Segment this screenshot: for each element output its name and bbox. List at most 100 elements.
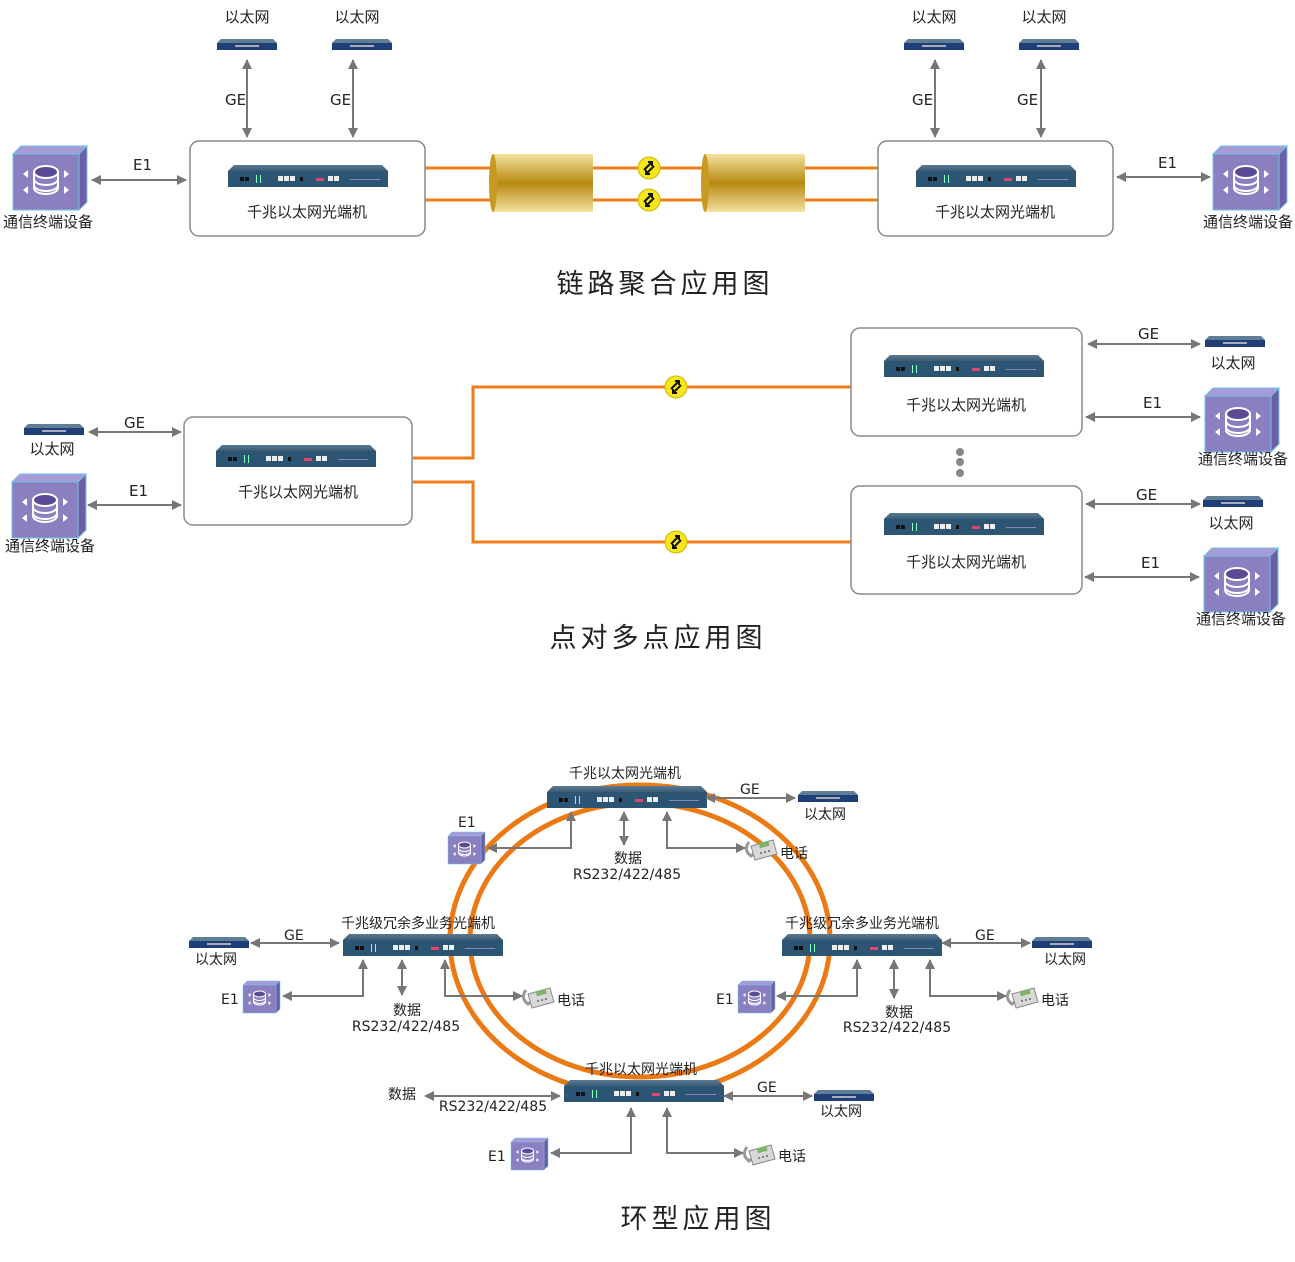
data-label: 数据 — [393, 1003, 421, 1019]
fiber-link-lower — [413, 480, 851, 544]
e1-link-arrow — [550, 1107, 636, 1158]
right-ethernet-label-1: 以太网 — [911, 8, 956, 26]
top-node-device-icon — [547, 786, 707, 808]
bottom-node-label: 千兆以太网光端机 — [585, 1062, 697, 1078]
phone-link-arrow — [662, 811, 746, 853]
converter-icon — [664, 375, 688, 399]
left-terminal-label: 通信终端设备 — [3, 213, 93, 231]
remote-transceiver-icon-2 — [884, 513, 1044, 535]
ellipsis-dots — [956, 448, 964, 477]
bottom-ethernet-switch-icon — [814, 1090, 874, 1101]
e1-label: E1 — [1143, 394, 1162, 412]
remote-ethernet-switch-icon-1 — [1205, 336, 1265, 347]
converter-icon — [637, 156, 661, 180]
center-terminal-device-icon — [11, 473, 87, 539]
center-transceiver-label: 千兆以太网光端机 — [238, 483, 358, 501]
e1-link-arrow — [487, 811, 576, 853]
left-transceiver-label: 千兆以太网光端机 — [247, 203, 367, 221]
e1-label: E1 — [1158, 154, 1177, 172]
ge-label: GE — [225, 91, 246, 109]
ge-label: GE — [124, 414, 145, 432]
right-transceiver-icon — [916, 165, 1076, 187]
left-node-label: 千兆级冗余多业务光端机 — [341, 915, 495, 932]
top-ethernet-switch-icon — [798, 791, 858, 802]
right-e1-terminal-icon — [737, 980, 776, 1014]
e1-label: E1 — [129, 482, 148, 500]
ge-label: GE — [912, 91, 933, 109]
right-ethernet-switch-icon-1 — [904, 39, 964, 50]
ring-diagram: 千兆以太网光端机 GE 以太网 E1 数据 RS232/422/485 电话 千… — [189, 766, 1092, 1235]
phone-link-arrow — [662, 1107, 744, 1158]
center-transceiver-icon — [216, 445, 376, 467]
right-node-device-icon — [782, 934, 942, 956]
right-node-label: 千兆级冗余多业务光端机 — [785, 915, 939, 932]
left-transceiver-icon — [228, 165, 388, 187]
left-e1-terminal-icon — [242, 980, 281, 1014]
e1-label: E1 — [488, 1149, 506, 1165]
left-ethernet-label: 以太网 — [195, 952, 237, 968]
link-aggregation-diagram: 千兆以太网光端机 以太网 以太网 GE GE 通信终端设备 E1 千兆 — [3, 8, 1293, 300]
e1-label: E1 — [458, 815, 476, 831]
right-terminal-device-icon — [1212, 145, 1288, 211]
serial-label: RS232/422/485 — [439, 1099, 547, 1115]
e1-label: E1 — [1141, 554, 1160, 572]
right-ethernet-label-2: 以太网 — [1021, 8, 1066, 26]
remote-transceiver-box-2 — [850, 485, 1083, 595]
right-ethernet-switch-icon-2 — [1019, 39, 1079, 50]
remote-transceiver-icon-1 — [884, 355, 1044, 377]
phone-label: 电话 — [780, 846, 808, 862]
serial-label: RS232/422/485 — [573, 867, 681, 883]
e1-link-arrow — [282, 959, 368, 1001]
right-ethernet-label: 以太网 — [1044, 952, 1086, 968]
ge-label: GE — [740, 782, 760, 798]
center-transceiver-box — [183, 416, 413, 526]
converter-icon — [664, 530, 688, 554]
remote-ethernet-switch-icon-2 — [1203, 496, 1263, 507]
remote-transceiver-label-2: 千兆以太网光端机 — [906, 553, 1026, 571]
phone-label: 电话 — [557, 993, 585, 1009]
aggregation-cylinder-left — [489, 154, 593, 212]
left-phone-icon — [521, 986, 556, 1010]
bottom-phone-icon — [742, 1143, 777, 1167]
left-ethernet-switch-icon-1 — [217, 39, 277, 50]
remote-terminal-device-icon-1 — [1204, 387, 1280, 453]
ring-diagram-title: 环型应用图 — [621, 1204, 776, 1235]
serial-label: RS232/422/485 — [843, 1020, 951, 1036]
remote-transceiver-label-1: 千兆以太网光端机 — [906, 396, 1026, 414]
e1-label: E1 — [716, 992, 734, 1008]
ge-label: GE — [1138, 325, 1159, 343]
bottom-node-device-icon — [564, 1080, 724, 1102]
ge-label: GE — [975, 928, 995, 944]
phone-label: 电话 — [1041, 993, 1069, 1009]
right-transceiver-box — [877, 140, 1114, 237]
fiber-ring-outer — [447, 782, 833, 1098]
ge-label: GE — [284, 928, 304, 944]
ge-label: GE — [1017, 91, 1038, 109]
serial-label: RS232/422/485 — [352, 1019, 460, 1035]
right-phone-icon — [1005, 986, 1040, 1010]
remote-ethernet-label-1: 以太网 — [1210, 354, 1255, 372]
phone-label: 电话 — [778, 1149, 806, 1165]
left-ethernet-label-2: 以太网 — [334, 8, 379, 26]
point-to-multipoint-diagram: 千兆以太网光端机 以太网 GE 通信终端设备 E1 千兆以太网光端机 GE 以太… — [5, 325, 1288, 654]
top-node-label: 千兆以太网光端机 — [569, 766, 681, 782]
center-ethernet-label: 以太网 — [29, 440, 74, 458]
e1-label: E1 — [221, 992, 239, 1008]
data-label: 数据 — [614, 851, 642, 867]
remote-terminal-label-2: 通信终端设备 — [1196, 610, 1286, 628]
left-ethernet-label-1: 以太网 — [224, 8, 269, 26]
center-ethernet-switch-icon — [24, 424, 84, 435]
fiber-link-upper — [413, 385, 851, 460]
left-ethernet-switch-icon — [189, 937, 249, 948]
ge-label: GE — [1136, 486, 1157, 504]
right-terminal-label: 通信终端设备 — [1203, 213, 1293, 231]
ge-label: GE — [757, 1080, 777, 1096]
top-ethernet-label: 以太网 — [804, 807, 846, 823]
center-terminal-label: 通信终端设备 — [5, 537, 95, 555]
aggregation-cylinder-right — [701, 154, 805, 212]
bottom-e1-terminal-icon — [510, 1137, 549, 1171]
right-transceiver-label: 千兆以太网光端机 — [935, 203, 1055, 221]
data-label: 数据 — [885, 1005, 913, 1021]
left-transceiver-box — [189, 140, 426, 237]
